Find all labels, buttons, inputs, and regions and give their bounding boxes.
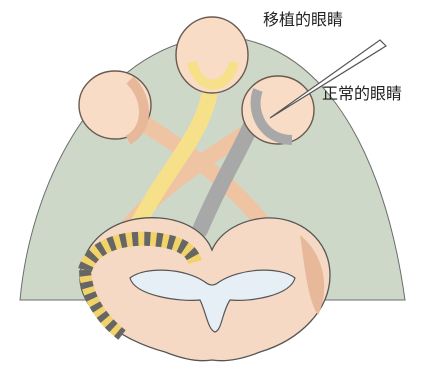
brain-section — [80, 218, 330, 361]
left-eye — [79, 71, 151, 140]
label-transplanted-eye: 移植的眼睛 — [263, 12, 343, 28]
transplanted-eye — [176, 17, 248, 93]
label-normal-eye: 正常的眼睛 — [322, 86, 402, 102]
normal-eye — [242, 76, 314, 144]
